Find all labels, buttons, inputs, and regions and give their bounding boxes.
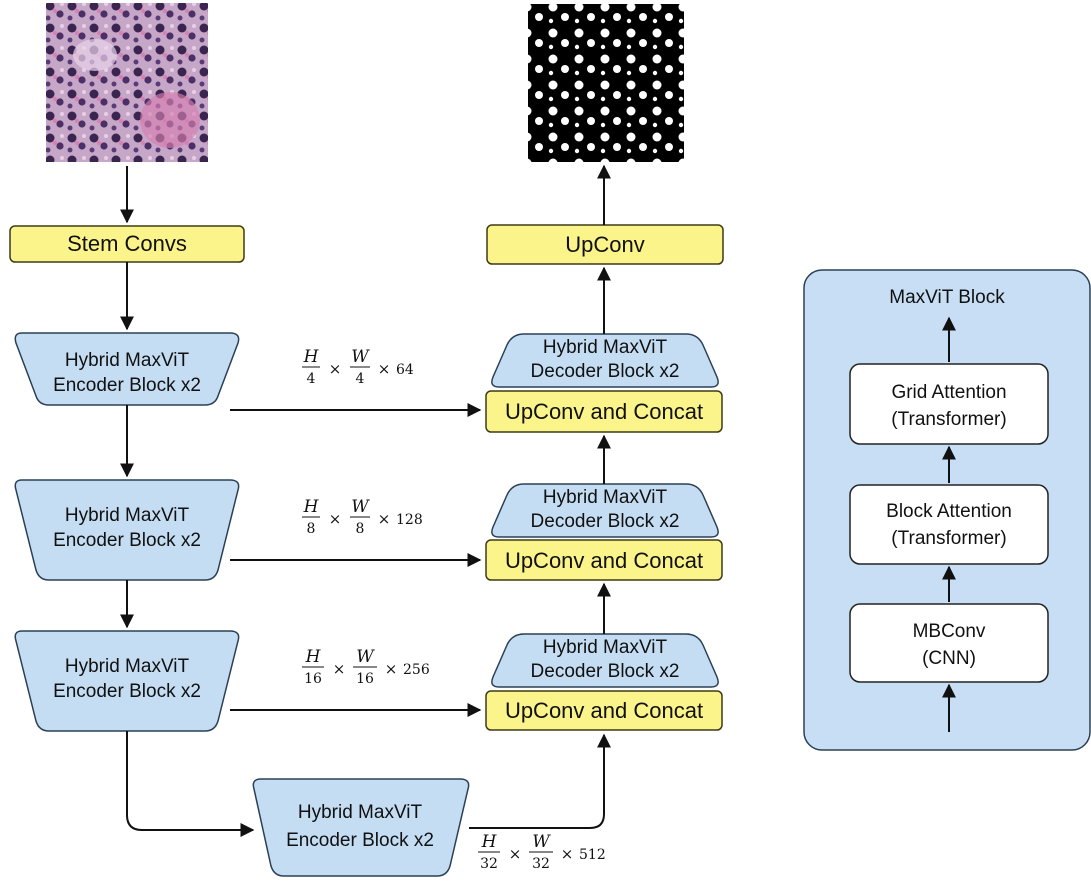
skip-4-w-num: W xyxy=(532,832,551,852)
maxvit-block-title: MaxViT Block xyxy=(889,287,1005,308)
block-attention-line1: Block Attention xyxy=(886,501,1012,522)
skip-3-h-den: 16 xyxy=(304,671,322,687)
decoder-3-line2: Decoder Block x2 xyxy=(531,661,680,682)
skip-label-1: H 4 × W 4 × 64 xyxy=(302,347,414,387)
maxvit-block-panel: MaxViT Block Grid Attention (Transformer… xyxy=(803,269,1091,751)
block-attention-line2: (Transformer) xyxy=(891,528,1006,549)
skip-3-channels: 256 xyxy=(403,662,430,678)
skip-1-w-num: W xyxy=(351,347,370,367)
skip-label-4: H 32 × W 32 × 512 xyxy=(478,832,606,872)
skip-4-h-den: 32 xyxy=(480,856,498,872)
encoder-block-3: Hybrid MaxViT Encoder Block x2 xyxy=(14,630,240,732)
skip-2-times-b: × xyxy=(378,510,391,528)
arrow-enc3-to-enc4 xyxy=(126,731,255,837)
upconv-concat-3-label: UpConv and Concat xyxy=(505,698,703,723)
skip-label-2: H 8 × W 8 × 128 xyxy=(302,497,423,537)
skip-2-w-den: 8 xyxy=(356,521,365,537)
skip-4-h-num: H xyxy=(481,832,498,852)
skip-1-h-den: 4 xyxy=(307,371,316,387)
mbconv-line2: (CNN) xyxy=(922,648,976,669)
encoder-block-4: Hybrid MaxViT Encoder Block x2 xyxy=(252,778,470,877)
decoder-2-line2: Decoder Block x2 xyxy=(531,511,680,532)
decoder-1-line2: Decoder Block x2 xyxy=(531,361,680,382)
stem-convs-box: Stem Convs xyxy=(9,225,245,263)
skip-1-w-den: 4 xyxy=(356,371,365,387)
skip-2-h-num: H xyxy=(303,497,320,517)
mbconv-box: MBConv (CNN) xyxy=(849,603,1049,683)
upconv-concat-3: UpConv and Concat xyxy=(485,690,723,731)
segmentation-mask-image xyxy=(528,4,684,162)
skip-label-3: H 16 × W 16 × 256 xyxy=(302,647,430,687)
encoder-2-line2: Encoder Block x2 xyxy=(53,530,201,551)
upconv-concat-2: UpConv and Concat xyxy=(485,539,723,581)
stem-convs-label: Stem Convs xyxy=(67,231,187,256)
skip-3-times-a: × xyxy=(333,660,346,678)
encoder-4-line2: Encoder Block x2 xyxy=(286,830,434,851)
encoder-3-line2: Encoder Block x2 xyxy=(53,681,201,702)
block-attention-box: Block Attention (Transformer) xyxy=(849,484,1049,565)
encoder-3-line1: Hybrid MaxViT xyxy=(65,656,190,677)
encoder-1-line2: Encoder Block x2 xyxy=(53,375,201,396)
skip-4-channels: 512 xyxy=(579,847,606,863)
skip-1-channels: 64 xyxy=(396,362,414,378)
upconv-label: UpConv xyxy=(565,232,644,257)
upconv-concat-1: UpConv and Concat xyxy=(485,390,723,433)
encoder-block-2: Hybrid MaxViT Encoder Block x2 xyxy=(14,479,240,581)
input-image xyxy=(46,3,208,162)
arrow-enc4-to-dec3 xyxy=(469,733,611,829)
encoder-1-line1: Hybrid MaxViT xyxy=(65,350,190,371)
encoder-block-1: Hybrid MaxViT Encoder Block x2 xyxy=(14,332,240,406)
decoder-block-3: Hybrid MaxViT Decoder Block x2 xyxy=(491,633,719,688)
skip-1-h-num: H xyxy=(303,347,320,367)
grid-attention-line2: (Transformer) xyxy=(891,409,1006,430)
skip-3-w-den: 16 xyxy=(356,671,374,687)
skip-2-times-a: × xyxy=(329,510,342,528)
skip-2-h-den: 8 xyxy=(307,521,316,537)
skip-1-times-b: × xyxy=(378,360,391,378)
decoder-block-2: Hybrid MaxViT Decoder Block x2 xyxy=(491,483,719,538)
light-region xyxy=(73,39,117,71)
mbconv-line1: MBConv xyxy=(913,621,986,642)
skip-2-channels: 128 xyxy=(396,512,423,528)
skip-3-h-num: H xyxy=(305,647,322,667)
decoder-block-1: Hybrid MaxViT Decoder Block x2 xyxy=(491,333,719,388)
grid-attention-box: Grid Attention (Transformer) xyxy=(849,363,1049,445)
skip-3-times-b: × xyxy=(385,660,398,678)
upconv-box: UpConv xyxy=(486,224,724,265)
upconv-concat-1-label: UpConv and Concat xyxy=(505,399,703,424)
decoder-3-line1: Hybrid MaxViT xyxy=(543,637,668,658)
skip-2-w-num: W xyxy=(351,497,370,517)
skip-4-w-den: 32 xyxy=(532,856,550,872)
output-mask xyxy=(528,4,684,162)
skip-4-times-b: × xyxy=(561,845,574,863)
skip-3-w-num: W xyxy=(356,647,375,667)
skip-1-times-a: × xyxy=(329,360,342,378)
decoder-1-line1: Hybrid MaxViT xyxy=(543,337,668,358)
skip-4-times-a: × xyxy=(509,845,522,863)
pink-stroma-region xyxy=(140,92,200,148)
decoder-2-line1: Hybrid MaxViT xyxy=(543,487,668,508)
encoder-4-line1: Hybrid MaxViT xyxy=(298,802,423,823)
upconv-concat-2-label: UpConv and Concat xyxy=(505,548,703,573)
grid-attention-line1: Grid Attention xyxy=(891,382,1006,403)
encoder-2-line1: Hybrid MaxViT xyxy=(65,505,190,526)
